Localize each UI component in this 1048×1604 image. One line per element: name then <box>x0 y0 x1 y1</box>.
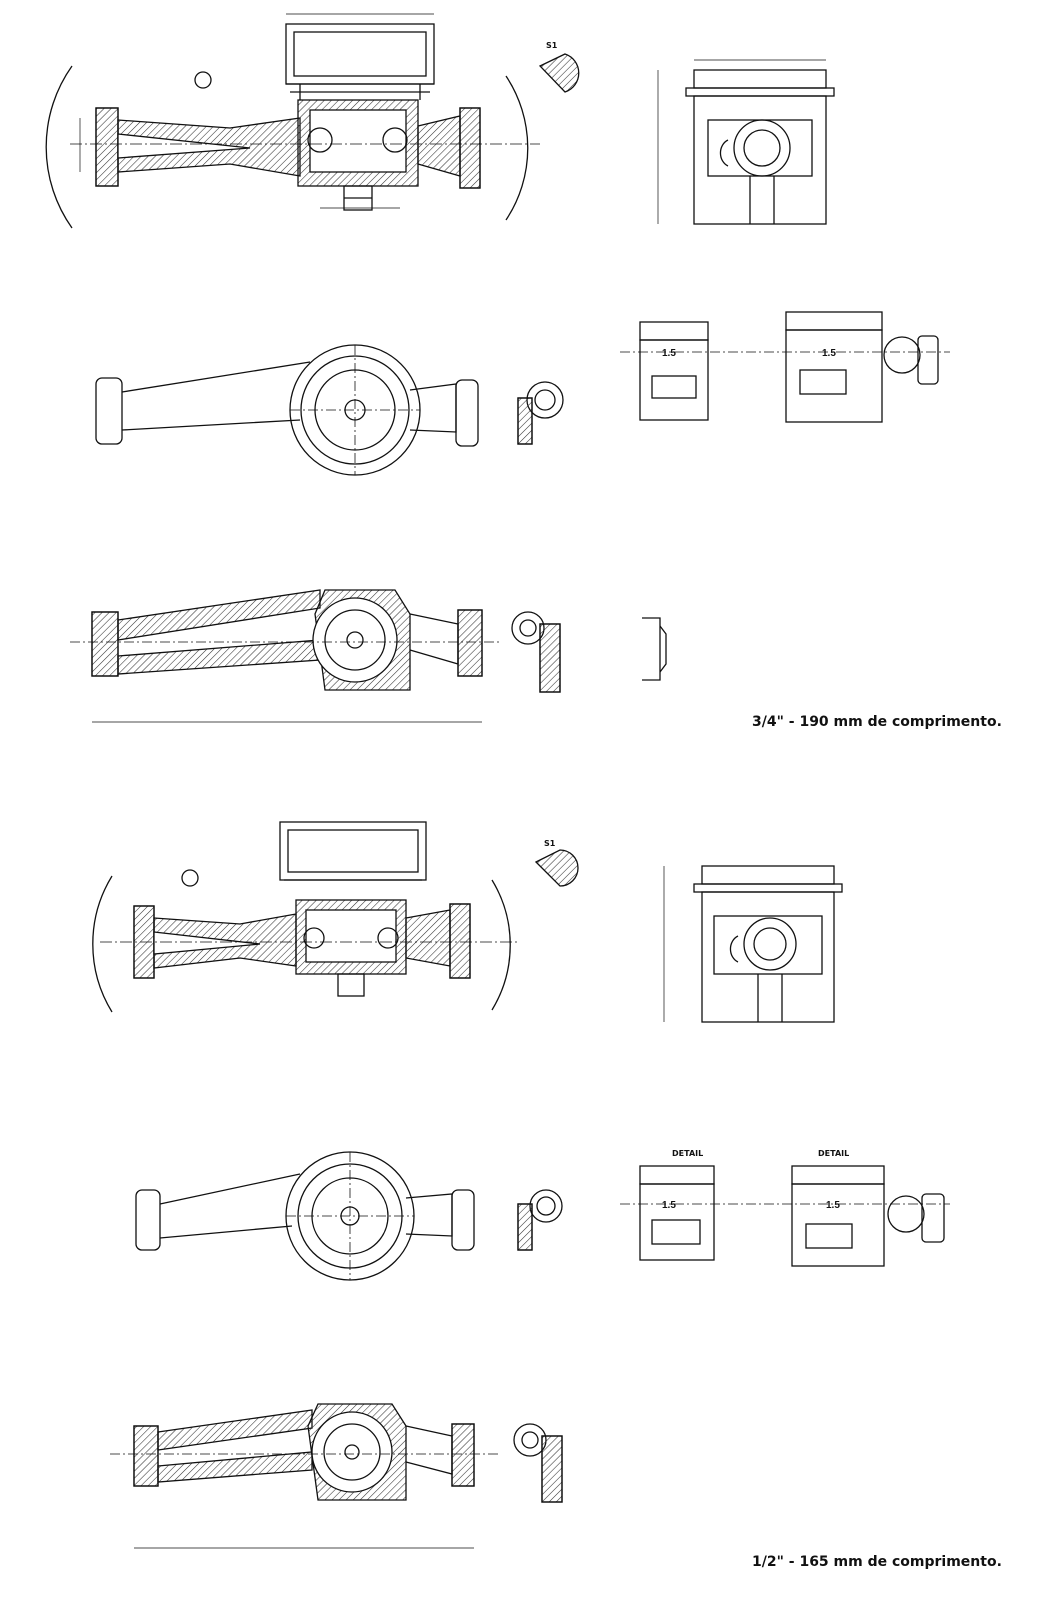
caption-size-3-4: 3/4" - 190 mm de comprimento. <box>752 714 1002 730</box>
view-elevation-b1 <box>663 865 843 1023</box>
view-section-a3 <box>70 589 667 723</box>
detail-tag-right: DETAIL <box>818 1149 849 1158</box>
flow-label-left-b: 1.5 <box>662 1200 676 1211</box>
flow-label-left: 1.5 <box>662 348 676 359</box>
view-plan-b2 <box>135 1151 563 1281</box>
detail-tag-left: DETAIL <box>672 1149 703 1158</box>
view-flow-a2 <box>620 311 950 423</box>
flow-label-right: 1.5 <box>822 348 836 359</box>
section-mark-b: S1 <box>544 839 556 848</box>
view-flow-b2 <box>620 1165 950 1267</box>
flow-label-right-b: 1.5 <box>826 1200 840 1211</box>
view-section-b1 <box>92 821 579 1013</box>
view-elevation-a1 <box>657 59 835 225</box>
view-section-b3 <box>110 1403 563 1549</box>
view-plan-a2 <box>95 344 564 476</box>
view-section-a1 <box>45 13 580 229</box>
section-mark-a: S1 <box>546 41 558 50</box>
caption-size-1-2: 1/2" - 165 mm de comprimento. <box>752 1554 1002 1570</box>
